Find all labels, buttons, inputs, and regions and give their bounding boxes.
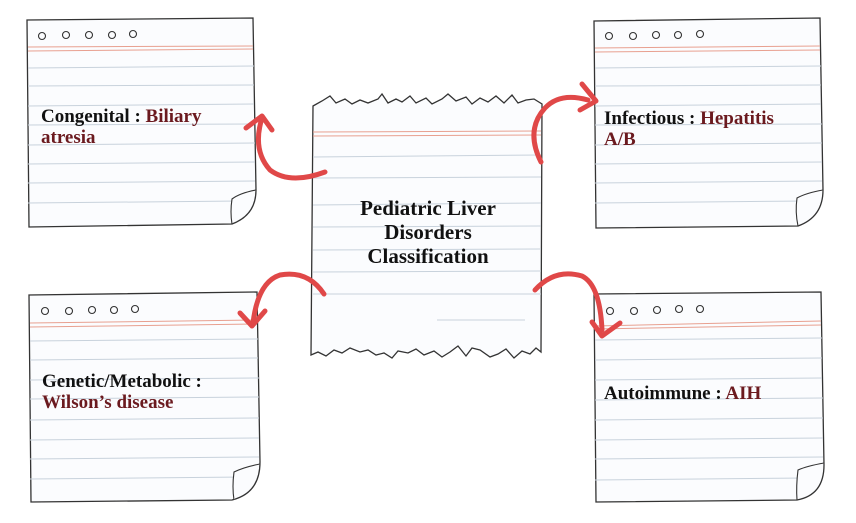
- card-genetic: [28, 291, 261, 503]
- arrow-to-congenital: [243, 113, 328, 181]
- page-curl-icon: [230, 189, 257, 225]
- center-note: [310, 92, 543, 359]
- card-congenital: [26, 17, 257, 228]
- title-line: Classification: [367, 244, 489, 268]
- separator: :: [190, 371, 202, 392]
- category-label: Genetic/Metabolic: [42, 371, 191, 392]
- card-infectious-text: Infectious : Hepatitis A/B: [604, 108, 774, 150]
- page-curl-icon: [796, 462, 825, 501]
- arrow-to-autoimmune: [532, 271, 623, 339]
- example-label: Wilson’s disease: [42, 392, 174, 413]
- separator: :: [710, 383, 726, 404]
- category-label: Congenital: [41, 106, 130, 127]
- binder-holes-icon: [37, 29, 138, 41]
- binder-holes-icon: [605, 304, 705, 316]
- card-autoimmune: [593, 291, 825, 503]
- separator: :: [129, 106, 146, 127]
- example-label-line2: atresia: [41, 127, 96, 148]
- card-autoimmune-text: Autoimmune : AIH: [604, 383, 761, 404]
- page-curl-icon: [795, 189, 824, 227]
- title-line: Disorders: [384, 220, 472, 244]
- title-line: Pediatric Liver: [360, 196, 496, 220]
- diagram-title: Pediatric Liver Disorders Classification: [318, 196, 538, 268]
- card-congenital-text: Congenital : Biliary atresia: [41, 106, 201, 148]
- arrow-to-infectious: [531, 81, 599, 165]
- card-genetic-text: Genetic/Metabolic : Wilson’s disease: [42, 371, 202, 413]
- example-label: Biliary: [145, 106, 202, 127]
- binder-holes-icon: [40, 304, 140, 316]
- page-curl-icon: [232, 463, 261, 501]
- example-label-line2: A/B: [604, 129, 636, 150]
- category-label: Autoimmune: [604, 383, 711, 404]
- separator: :: [684, 108, 701, 129]
- binder-holes-icon: [604, 29, 705, 41]
- example-label: AIH: [725, 383, 762, 404]
- category-label: Infectious: [604, 108, 685, 129]
- example-label: Hepatitis: [700, 108, 774, 129]
- arrow-to-genetic: [237, 271, 327, 329]
- card-infectious: [593, 17, 824, 229]
